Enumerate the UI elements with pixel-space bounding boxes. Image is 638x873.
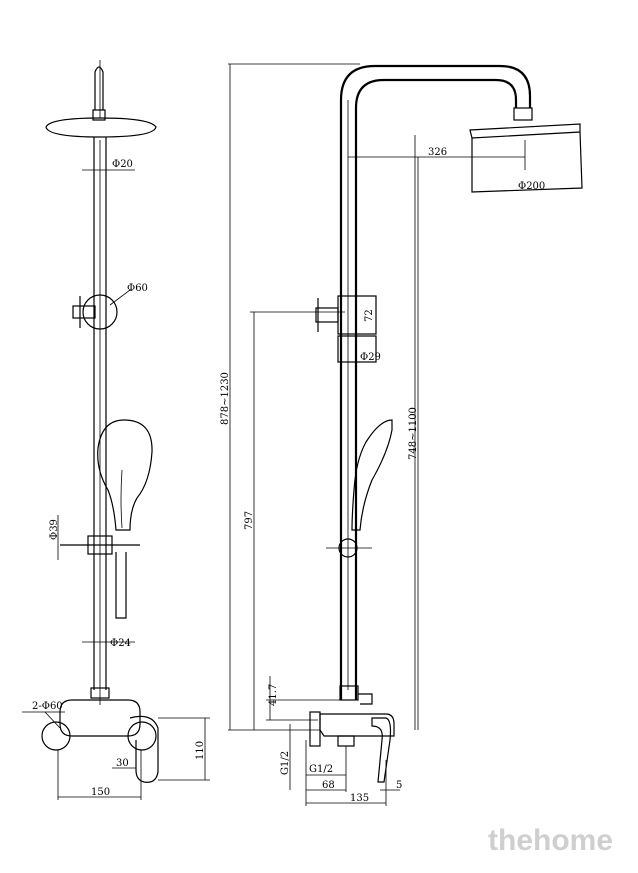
front-mixer-body bbox=[59, 699, 141, 737]
front-diverter-valve bbox=[82, 294, 118, 330]
front-dia24-label: Φ24 bbox=[110, 638, 131, 649]
side-shower-head-body bbox=[471, 131, 583, 193]
side-mixer-body bbox=[319, 713, 395, 737]
side-326-label: 326 bbox=[428, 147, 447, 158]
side-head-connector bbox=[513, 107, 533, 121]
side-68-label: 68 bbox=[322, 780, 335, 791]
front-dia20-label: Φ20 bbox=[112, 159, 133, 170]
side-view: 878~1230 326 Φ200 72 Φ29 797 748~1100 bbox=[220, 63, 583, 806]
side-72-label: 72 bbox=[364, 309, 375, 322]
front-riser-nut bbox=[90, 687, 110, 699]
side-135-label: 135 bbox=[350, 793, 369, 804]
side-mixer-handle bbox=[371, 717, 392, 783]
front-mixer-handle bbox=[129, 715, 159, 783]
front-wall-mount-right bbox=[127, 721, 157, 751]
side-5-label: 5 bbox=[396, 780, 402, 791]
front-hose bbox=[115, 552, 127, 619]
side-dia29-box bbox=[337, 335, 377, 363]
side-riser-outer bbox=[339, 64, 532, 700]
front-view: Φ20 Φ60 Φ39 Φ24 2-Φ60 150 bbox=[22, 60, 210, 800]
side-shower-head bbox=[469, 123, 581, 139]
front-150-label: 150 bbox=[91, 787, 110, 798]
side-hand-shower bbox=[351, 419, 393, 531]
side-dia200-label: Φ200 bbox=[518, 181, 545, 192]
thehome-watermark: thehome bbox=[488, 824, 613, 857]
side-riser-nut bbox=[339, 685, 359, 701]
side-748-label: 748~1100 bbox=[408, 407, 419, 460]
front-shower-head bbox=[45, 117, 157, 138]
side-797-label: 797 bbox=[244, 511, 255, 530]
front-diverter-handle bbox=[72, 305, 96, 319]
front-dia39-label: Φ39 bbox=[49, 519, 60, 540]
front-wall-mount-left bbox=[41, 721, 71, 751]
front-30-label: 30 bbox=[116, 758, 129, 769]
side-41-7-label: 41.7 bbox=[268, 684, 279, 706]
front-hand-shower bbox=[97, 419, 153, 531]
front-110-label: 110 bbox=[195, 741, 206, 760]
front-dia60-label: Φ60 bbox=[127, 283, 148, 294]
side-inlet bbox=[337, 735, 355, 747]
side-mixer-cap bbox=[309, 711, 321, 747]
front-hand-shower-inner bbox=[120, 469, 123, 529]
front-head-connector bbox=[92, 109, 106, 121]
side-riser-elbow bbox=[358, 693, 373, 705]
front-top-pipe bbox=[94, 66, 104, 110]
front-dia60-leader bbox=[109, 289, 131, 306]
side-g12-left-label: G1/2 bbox=[280, 751, 291, 775]
front-2dia60-label: 2-Φ60 bbox=[32, 701, 63, 712]
side-dia29-label: Φ29 bbox=[360, 352, 381, 363]
side-total-height-label: 878~1230 bbox=[220, 372, 231, 425]
front-2dia60-pointer bbox=[44, 711, 61, 729]
side-riser-inner bbox=[354, 78, 518, 700]
side-g12-bottom-label: G1/2 bbox=[309, 764, 333, 775]
side-diverter-handle-stem bbox=[315, 307, 339, 323]
